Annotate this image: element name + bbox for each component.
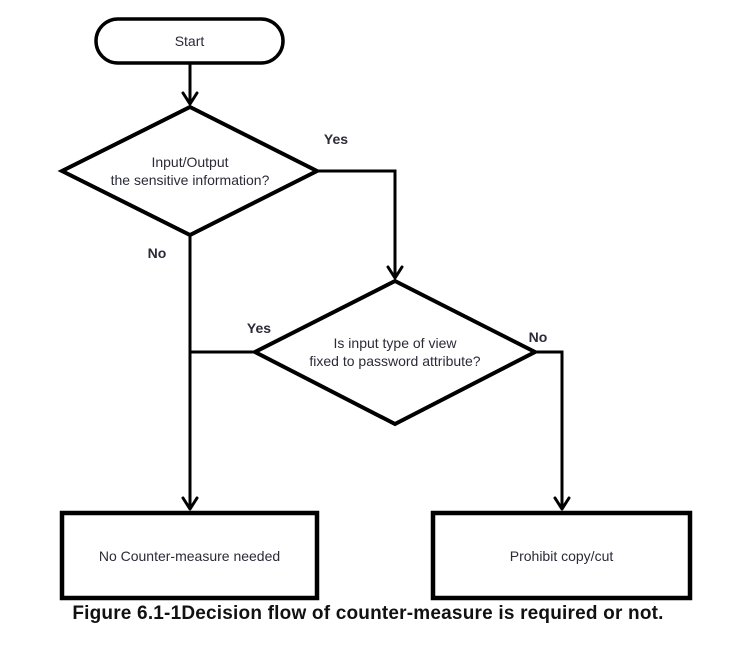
decision1-label: Input/Output the sensitive information? [110, 154, 270, 188]
edge-label-decision1-yes: Yes [323, 131, 349, 147]
decision1-shape [57, 104, 322, 238]
start-node-shape [94, 17, 285, 65]
start-node-label: Start [174, 33, 205, 49]
decision2-label: Is input type of view fixed to password … [309, 335, 481, 369]
terminal-left-label: No Counter-measure needed [98, 547, 281, 564]
terminal-right-label: Prohibit copy/cut [509, 547, 614, 564]
terminal-right-shape [430, 510, 693, 601]
edge-label-decision2-no: No [528, 329, 548, 345]
figure-caption: Figure 6.1-1Decision flow of counter-mea… [72, 603, 664, 624]
edge-label-decision1-no: No [147, 245, 167, 261]
decision2-shape [250, 278, 540, 427]
edge-decision1-yes [317, 169, 404, 280]
terminal-left-shape [59, 510, 320, 601]
edge-label-decision2-yes: Yes [246, 320, 272, 336]
edge-decision2-no [535, 350, 571, 511]
